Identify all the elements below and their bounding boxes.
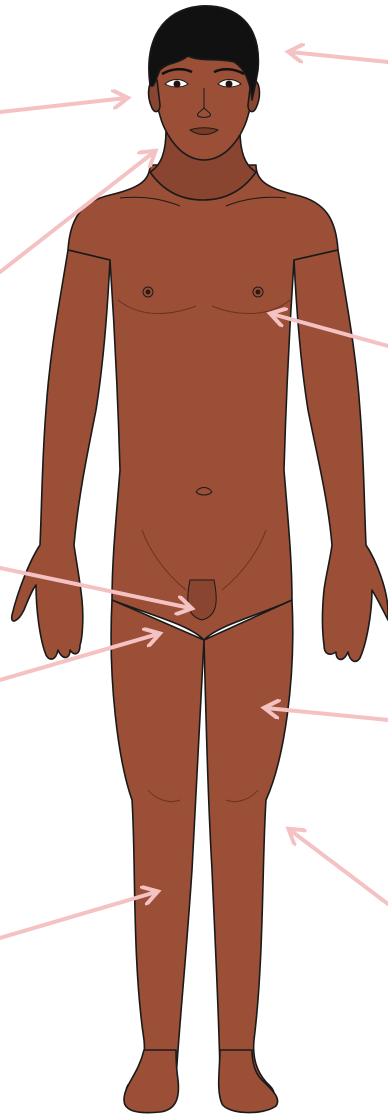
right-foot bbox=[219, 1050, 278, 1113]
genitals bbox=[188, 580, 216, 620]
left-nipple-center bbox=[146, 290, 150, 294]
right-leg bbox=[204, 600, 293, 1112]
knee-arrow bbox=[290, 830, 388, 904]
shin-arrow bbox=[0, 892, 156, 938]
torso bbox=[68, 165, 338, 640]
right-pupil bbox=[226, 81, 232, 87]
human-figure bbox=[12, 6, 388, 1113]
face-arrow bbox=[0, 98, 126, 112]
left-arm bbox=[12, 250, 110, 659]
right-nipple-center bbox=[256, 290, 260, 294]
right-arm bbox=[294, 250, 388, 661]
left-foot bbox=[124, 1050, 178, 1113]
left-pupil bbox=[174, 81, 180, 87]
left-leg bbox=[111, 600, 204, 1110]
head-arrow bbox=[290, 52, 388, 62]
